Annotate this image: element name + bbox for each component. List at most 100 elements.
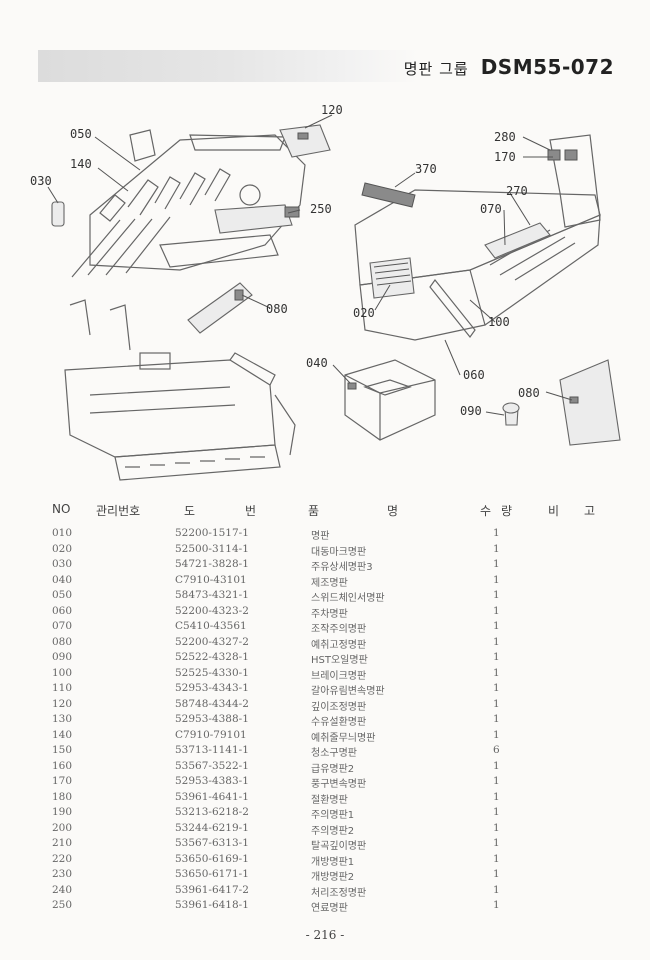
row-part-name: 예취줄무늬명판 [311, 732, 376, 744]
row-qty: 1 [493, 883, 500, 896]
row-no: 250 [52, 899, 73, 911]
col-remark-1: 비 [548, 504, 560, 518]
row-part-name: 주차명판 [311, 608, 348, 620]
header-band [38, 50, 418, 82]
row-qty: 1 [493, 604, 500, 617]
callout-280: 280 [494, 130, 516, 144]
row-part-no: 53650-6169-1 [175, 852, 249, 865]
reaper-assembly-drawing [71, 129, 306, 278]
row-part-name: 처리조정명판 [311, 887, 367, 899]
row-no: 240 [52, 883, 73, 896]
row-part-no: 58473-4321-1 [175, 589, 249, 601]
row-qty: 1 [493, 806, 500, 818]
row-no: 230 [52, 868, 73, 880]
col-qty-1: 수 [480, 504, 492, 518]
row-part-name: 탈곡깊이명판 [311, 841, 367, 852]
row-part-no: 53567-3522-1 [175, 759, 249, 772]
row-qty: 1 [493, 868, 500, 880]
plate-370-drawing [361, 182, 416, 208]
row-part-no: 53244-6219-1 [175, 821, 249, 834]
row-part-no: 52522-4328-1 [175, 651, 249, 663]
plate-030-drawing [51, 201, 65, 227]
col-remark-2: 고 [584, 504, 596, 518]
row-no: 070 [52, 620, 73, 632]
row-part-name: 브레이크명판 [311, 670, 367, 682]
table-row: 240 53961-6417-2 처리조정명판 1 [0, 884, 650, 900]
row-part-no: 52200-4327-2 [175, 635, 249, 648]
row-part-name: 주유상세명판3 [311, 562, 373, 573]
callout-080-right: 080 [518, 386, 540, 400]
callout-170: 170 [494, 150, 516, 164]
col-name-1: 품 [308, 504, 320, 518]
exploded-parts-diagram: 120 050 140 030 250 080 280 170 370 270 … [30, 103, 621, 481]
row-no: 080 [52, 635, 73, 648]
callout-090: 090 [460, 404, 482, 418]
row-qty: 1 [493, 852, 500, 865]
plate-120-drawing [279, 124, 331, 158]
row-qty: 1 [493, 775, 500, 787]
row-qty: 1 [493, 573, 500, 586]
callout-020: 020 [353, 306, 375, 320]
row-part-no: 53567-6313-1 [175, 837, 249, 849]
row-part-no: 53961-6418-1 [175, 899, 249, 911]
row-no: 060 [52, 604, 73, 617]
col-no: NO [52, 502, 71, 516]
parts-table-header: NO 관리번호 도 번 품 명 수 량 비 고 [0, 500, 650, 520]
row-qty: 1 [493, 542, 500, 555]
row-no: 040 [52, 573, 73, 586]
row-part-name: 대동마크명판 [311, 546, 367, 558]
group-label: 명판 그룹 [403, 60, 469, 78]
row-part-no: 53961-6417-2 [175, 883, 249, 896]
row-part-no: 53213-6218-2 [175, 806, 249, 818]
callout-070: 070 [480, 202, 502, 216]
row-no: 010 [52, 527, 73, 539]
row-part-name: 연료명판 [311, 903, 348, 914]
callout-370: 370 [415, 162, 437, 176]
row-part-name: 풍구변속명판 [311, 779, 367, 790]
row-qty: 1 [493, 713, 500, 725]
table-row: 220 53650-6169-1 개방명판1 1 [0, 853, 650, 869]
row-part-name: 스위드체인서명판 [311, 593, 385, 604]
row-part-no: 58748-4344-2 [175, 697, 249, 710]
row-part-no: C7910-43101 [175, 573, 247, 586]
col-part-no-2: 번 [245, 504, 257, 518]
row-part-name: 개방명판1 [311, 856, 355, 868]
row-part-name: 청소구명판 [311, 748, 357, 759]
row-qty: 1 [493, 728, 500, 741]
plate-020-drawing [369, 257, 415, 299]
row-part-no: 52525-4330-1 [175, 666, 249, 679]
row-no: 140 [52, 728, 73, 741]
row-part-no: 53713-1141-1 [175, 744, 249, 756]
row-no: 220 [52, 852, 73, 865]
row-qty: 1 [493, 589, 500, 601]
table-row: 060 52200-4323-2 주차명판 1 [0, 605, 650, 621]
callout-140: 140 [70, 157, 92, 171]
row-no: 200 [52, 821, 73, 834]
row-part-no: 52200-1517-1 [175, 527, 249, 539]
page-number: - 216 - [305, 928, 345, 942]
row-no: 030 [52, 558, 73, 570]
row-part-name: 주의명판2 [311, 825, 355, 837]
seat-box-drawing [344, 359, 436, 441]
row-no: 150 [52, 744, 73, 756]
callout-030: 030 [30, 174, 52, 188]
row-part-no: 52200-4323-2 [175, 604, 249, 617]
callout-120: 120 [321, 103, 343, 117]
row-no: 180 [52, 790, 73, 803]
